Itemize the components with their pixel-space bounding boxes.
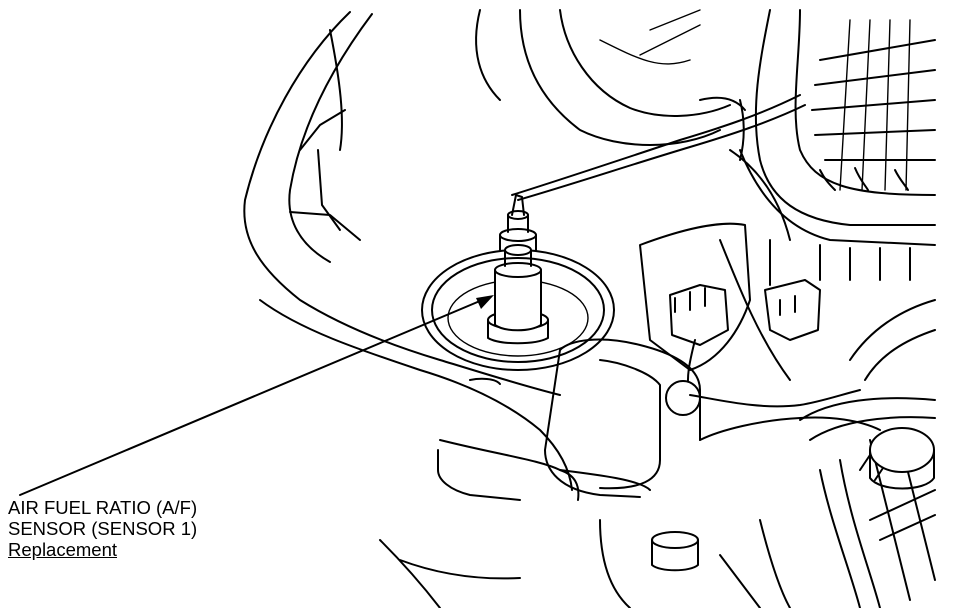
replacement-link[interactable]: Replacement bbox=[8, 539, 118, 560]
air-duct bbox=[739, 9, 936, 281]
sensor-wire bbox=[511, 94, 806, 201]
sensor-callout: AIR FUEL RATIO (A/F) SENSOR (SENSOR 1) R… bbox=[8, 497, 197, 560]
connector-bracket bbox=[639, 222, 821, 416]
leader-line bbox=[19, 295, 494, 496]
callout-label-line2: SENSOR (SENSOR 1) bbox=[8, 518, 198, 539]
bottom-bolt bbox=[599, 519, 791, 608]
callout-label-line1: AIR FUEL RATIO (A/F) bbox=[8, 497, 198, 518]
intake-body bbox=[243, 9, 731, 396]
misc-hoses bbox=[559, 96, 791, 491]
bracket-strap bbox=[544, 338, 881, 498]
right-shaft bbox=[799, 299, 936, 608]
lower-plate bbox=[259, 299, 580, 608]
af-sensor bbox=[487, 194, 549, 345]
